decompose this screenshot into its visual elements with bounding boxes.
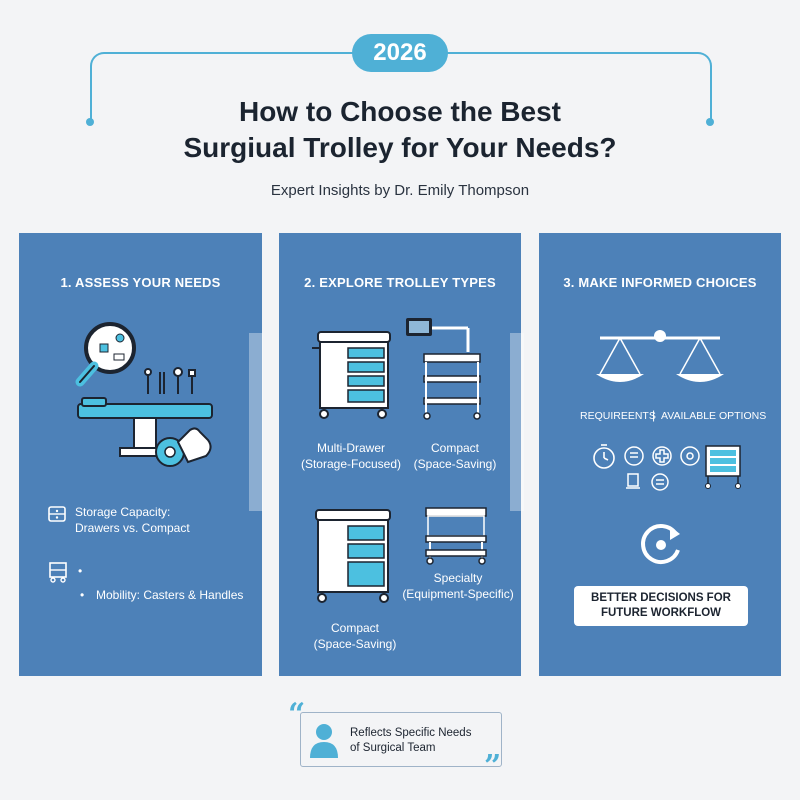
panel1-title: 1. ASSESS YOUR NEEDS bbox=[60, 275, 221, 290]
multi-drawer-trolley-icon bbox=[312, 331, 391, 419]
storage-capacity-detail: Drawers vs. Compact bbox=[75, 521, 190, 535]
storage-capacity-label: Storage Capacity: bbox=[75, 505, 171, 519]
type2-name: Compact bbox=[430, 441, 480, 455]
empty-bullet: • bbox=[78, 564, 83, 578]
connector-glass-right bbox=[510, 333, 524, 511]
refresh-cycle-icon bbox=[641, 524, 680, 564]
trolley-types-row2 bbox=[315, 507, 487, 603]
type1-name: Multi-Drawer bbox=[316, 441, 385, 455]
page-title-line2: Surgiual Trolley for Your Needs? bbox=[183, 132, 617, 163]
magnifier-icon bbox=[75, 322, 136, 387]
document-icon bbox=[626, 473, 669, 491]
stopwatch-icon bbox=[593, 444, 615, 469]
mini-trolley-icon bbox=[705, 445, 741, 489]
checklist-icon bbox=[624, 446, 644, 466]
scales-icon bbox=[596, 330, 724, 382]
open-quote-mark: “ bbox=[288, 697, 306, 732]
choices-icons-row bbox=[593, 444, 741, 491]
medical-cross-icon bbox=[652, 446, 672, 466]
page-subtitle: Expert Insights by Dr. Emily Thompson bbox=[270, 182, 530, 199]
trolley-frame-icon bbox=[49, 562, 67, 583]
surgical-table-icon bbox=[77, 397, 213, 457]
available-options-label: AVAILABLE OPTIONS bbox=[661, 410, 767, 422]
label-divider: | bbox=[652, 408, 656, 422]
type3-desc: (Space-Saving) bbox=[313, 637, 397, 651]
panel2-title: 2. EXPLORE TROLLEY TYPES bbox=[304, 275, 496, 290]
mobility-bullet: • bbox=[80, 588, 85, 602]
specialty-trolley-icon bbox=[425, 507, 487, 565]
type1-desc: (Storage-Focused) bbox=[300, 457, 402, 471]
type4-name: Specialty bbox=[433, 571, 483, 585]
better-decisions-line1: BETTER DECISIONS FOR bbox=[591, 592, 731, 604]
page-title-line1: How to Choose the Best bbox=[238, 96, 561, 127]
settings-icon bbox=[680, 446, 700, 466]
assess-illustration bbox=[75, 322, 213, 467]
surgical-tools-icon bbox=[144, 367, 196, 394]
close-quote-mark: ” bbox=[484, 749, 502, 784]
person-avatar-icon bbox=[310, 724, 338, 758]
compact-monitor-trolley-icon bbox=[406, 318, 481, 420]
quote-line2: of Surgical Team bbox=[350, 742, 436, 754]
better-decisions-box: BETTER DECISIONS FOR FUTURE WORKFLOW bbox=[574, 586, 748, 626]
type3-name: Compact bbox=[330, 621, 380, 635]
panel3-title: 3. MAKE INFORMED CHOICES bbox=[563, 275, 757, 290]
storage-icon bbox=[48, 506, 66, 522]
mobility-label: Mobility: Casters & Handles bbox=[96, 588, 244, 602]
trolley-types-row1 bbox=[312, 318, 481, 420]
connector-glass-left bbox=[249, 333, 263, 511]
bracket-dot-left bbox=[86, 118, 94, 126]
type4-desc: (Equipment-Specific) bbox=[402, 587, 514, 601]
bracket-dot-right bbox=[706, 118, 714, 126]
hand-pointer-icon bbox=[155, 427, 212, 467]
type2-desc: (Space-Saving) bbox=[413, 457, 497, 471]
year-badge: 2026 bbox=[352, 34, 448, 72]
compact-drawer-trolley-icon bbox=[315, 509, 391, 603]
quote-line1: Reflects Specific Needs bbox=[350, 727, 472, 739]
better-decisions-line2: FUTURE WORKFLOW bbox=[600, 607, 722, 619]
requirements-label: REQUIREENTS bbox=[580, 410, 656, 422]
